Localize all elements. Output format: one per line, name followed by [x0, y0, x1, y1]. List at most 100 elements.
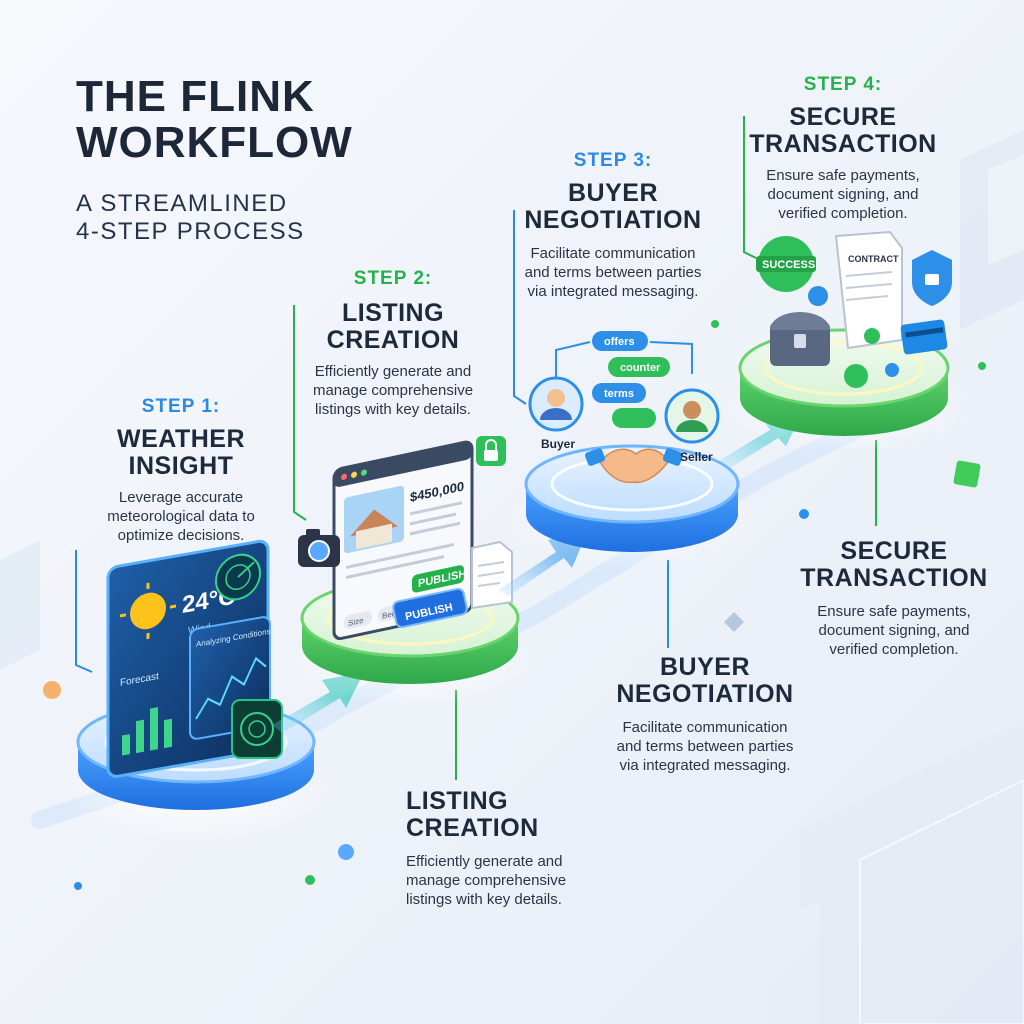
- callout-buyer-title-line1: BUYER: [659, 653, 750, 681]
- background-cubes: [0, 130, 1024, 1024]
- chip-terms: terms: [592, 383, 646, 403]
- step4-desc-line3: verified completion.: [778, 205, 908, 222]
- callout-buyer-desc-line1: Facilitate communication: [622, 719, 788, 736]
- contract-document: CONTRACT: [834, 230, 903, 350]
- step1-desc-line1: Leverage accurate: [118, 489, 244, 506]
- step2-desc-line2: manage comprehensive: [312, 382, 474, 399]
- callout-buyer-title-line2: NEGOTIATION: [616, 680, 794, 708]
- step4-title: SECURE TRANSACTION: [748, 104, 938, 158]
- step3-desc-line1: Facilitate communication: [530, 245, 696, 262]
- svg-text:counter: counter: [620, 362, 661, 374]
- page-title-line2: WORKFLOW: [76, 118, 353, 167]
- seller-label: Seller: [680, 450, 713, 464]
- callout-listing-title-line2: CREATION: [406, 814, 539, 842]
- step2-title-line2: CREATION: [326, 326, 460, 354]
- step4-desc: Ensure safe payments, document signing, …: [748, 166, 938, 223]
- document-icon: [471, 540, 513, 610]
- callout-secure-title-line1: SECURE: [840, 537, 948, 565]
- step1-title: WEATHER INSIGHT: [86, 426, 276, 480]
- callout-buyer-desc-line2: and terms between parties: [616, 738, 794, 755]
- step4-desc-line1: Ensure safe payments,: [766, 167, 920, 184]
- lock-badge-icon: [476, 436, 506, 466]
- step4-title-line1: SECURE: [789, 103, 897, 131]
- step1-desc-line3: optimize decisions.: [117, 527, 245, 544]
- step2-label: STEP 2:: [353, 268, 433, 289]
- page-title-line1: THE FLINK: [76, 72, 315, 121]
- step2-block: STEP 2: LISTING CREATION Efficiently gen…: [290, 268, 496, 419]
- floating-particles: [43, 320, 986, 890]
- step3-label: STEP 3:: [573, 150, 653, 171]
- svg-text:offers: offers: [604, 336, 635, 348]
- step3-desc-line3: via integrated messaging.: [527, 283, 699, 300]
- shield-lock-icon: [912, 250, 952, 306]
- step3-title-line2: NEGOTIATION: [524, 206, 702, 234]
- step3-title: BUYER NEGOTIATION: [510, 180, 716, 234]
- chip-counter: counter: [608, 357, 670, 377]
- leader-lines: [75, 116, 877, 780]
- callout-buyer-title: BUYER NEGOTIATION: [598, 654, 812, 708]
- svg-text:terms: terms: [604, 388, 634, 400]
- step4-title-line2: TRANSACTION: [749, 130, 937, 158]
- callout-buyer-negotiation: BUYER NEGOTIATION Facilitate communicati…: [598, 654, 812, 775]
- step1-title-line1: WEATHER: [116, 425, 246, 453]
- buyer-label: Buyer: [541, 437, 575, 451]
- handshake-icon: [584, 448, 684, 484]
- callout-secure-title-line2: TRANSACTION: [800, 564, 988, 592]
- step4-block: STEP 4: SECURE TRANSACTION Ensure safe p…: [748, 74, 938, 223]
- chip-handshake: [612, 408, 656, 428]
- success-seal-icon: SUCCESS: [756, 236, 816, 292]
- credit-card-icon: [900, 319, 948, 355]
- forecast-bars: [122, 707, 172, 756]
- step2-desc: Efficiently generate and manage comprehe…: [290, 362, 496, 419]
- callout-listing-desc-line1: Efficiently generate and: [406, 853, 563, 870]
- platform-step3: [504, 444, 760, 566]
- step1-title-line2: INSIGHT: [128, 452, 234, 480]
- callout-buyer-desc: Facilitate communication and terms betwe…: [598, 718, 812, 775]
- page-subtitle: A STREAMLINED 4-STEP PROCESS: [76, 190, 305, 246]
- callout-secure-desc-line2: document signing, and: [818, 622, 970, 639]
- seller-avatar: Seller: [664, 388, 720, 464]
- dollar-coin-icons: [808, 286, 899, 388]
- step2-title: LISTING CREATION: [290, 300, 496, 354]
- step2-title-line1: LISTING: [341, 299, 445, 327]
- callout-listing-creation: LISTING CREATION Efficiently generate an…: [406, 788, 616, 909]
- step1-label: STEP 1:: [141, 396, 221, 417]
- page-subtitle-line2: 4-STEP PROCESS: [76, 218, 305, 245]
- negotiation-connectors: [555, 341, 693, 378]
- callout-secure-title: SECURE TRANSACTION: [796, 538, 992, 592]
- step2-desc-line1: Efficiently generate and: [314, 363, 472, 380]
- page-title: THE FLINK WORKFLOW: [76, 74, 353, 166]
- step4-label: STEP 4:: [803, 74, 883, 95]
- step3-block: STEP 3: BUYER NEGOTIATION Facilitate com…: [510, 150, 716, 301]
- callout-secure-transaction: SECURE TRANSACTION Ensure safe payments,…: [796, 538, 992, 659]
- radar-cube-icon: [231, 699, 283, 759]
- treasure-chest-icon: [770, 312, 830, 366]
- step1-desc: Leverage accurate meteorological data to…: [86, 488, 276, 545]
- sun-icon: [130, 592, 166, 630]
- contract-label: CONTRACT: [848, 254, 899, 264]
- step3-desc-line2: and terms between parties: [524, 264, 702, 281]
- step1-block: STEP 1: WEATHER INSIGHT Leverage accurat…: [86, 396, 276, 545]
- callout-secure-desc: Ensure safe payments, document signing, …: [796, 602, 992, 659]
- platform-step4: [718, 328, 970, 452]
- step4-desc-line2: document signing, and: [767, 186, 919, 203]
- step3-desc: Facilitate communication and terms betwe…: [510, 244, 716, 301]
- tag-size: Size: [348, 616, 364, 628]
- callout-listing-title: LISTING CREATION: [406, 788, 616, 842]
- callout-buyer-desc-line3: via integrated messaging.: [619, 757, 791, 774]
- camera-icon: [298, 529, 340, 567]
- chip-offers: offers: [592, 331, 648, 351]
- callout-secure-desc-line3: verified completion.: [829, 641, 959, 658]
- callout-secure-desc-line1: Ensure safe payments,: [817, 603, 971, 620]
- listing-window: $450,000 Size Beds PUBLISH: [332, 440, 474, 641]
- publish-button[interactable]: PUBLISH: [392, 587, 468, 629]
- callout-listing-desc: Efficiently generate and manage comprehe…: [406, 852, 616, 909]
- step2-desc-line3: listings with key details.: [315, 401, 471, 418]
- callout-listing-title-line1: LISTING: [406, 787, 509, 815]
- callout-listing-desc-line2: manage comprehensive: [406, 872, 567, 889]
- buyer-avatar: Buyer: [528, 376, 584, 451]
- page-subtitle-line1: A STREAMLINED: [76, 190, 288, 217]
- step1-desc-line2: meteorological data to: [107, 508, 255, 525]
- step3-title-line1: BUYER: [567, 179, 658, 207]
